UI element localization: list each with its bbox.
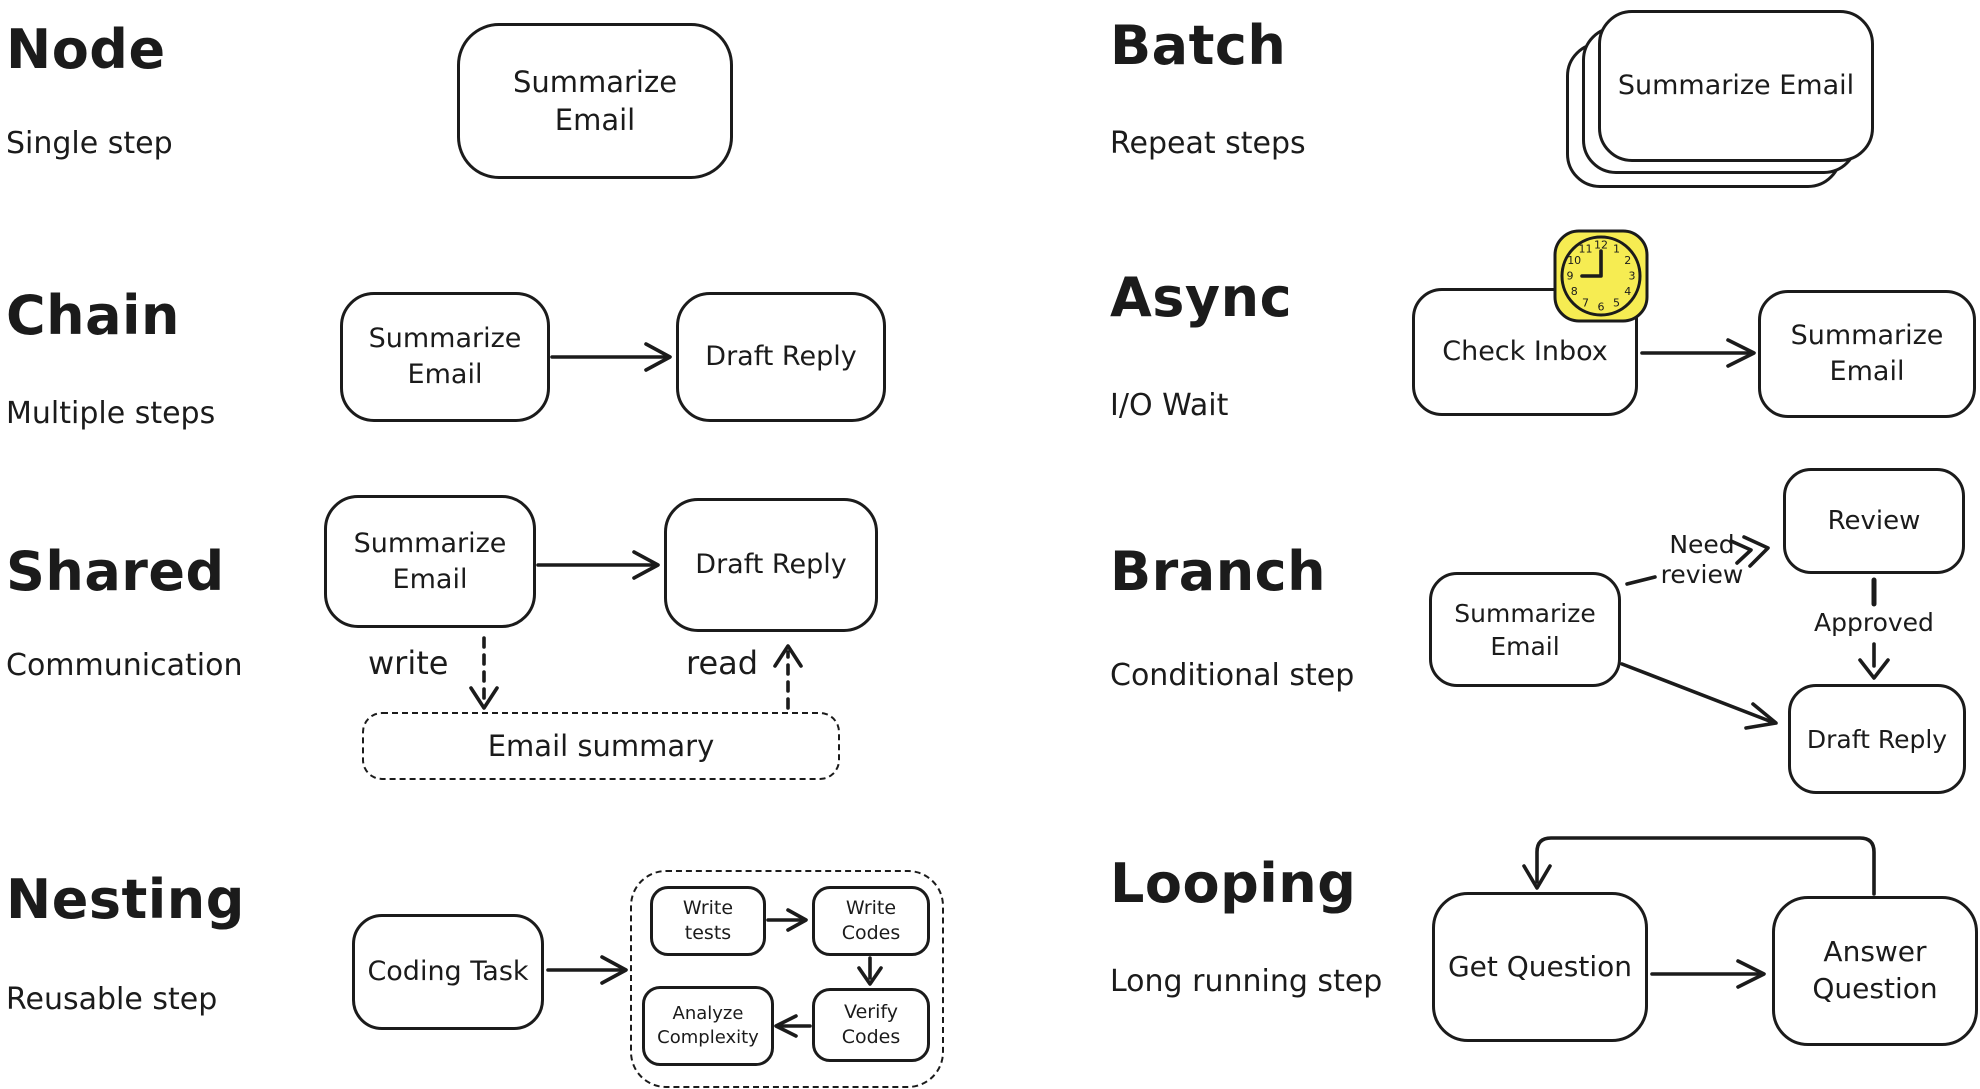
chain-section-subtitle: Multiple steps (6, 396, 216, 431)
write-arrow (469, 636, 499, 710)
branch-section-subtitle: Conditional step (1110, 658, 1355, 693)
shared-datastore-email-summary: Email summary (362, 712, 840, 780)
need-review-edge-label: Need review (1660, 530, 1744, 589)
clock-hands (1580, 249, 1603, 278)
chain-section-title: Chain (6, 284, 180, 347)
nesting-section-title: Nesting (6, 868, 245, 931)
nesting-box-write-codes: Write Codes (812, 886, 930, 956)
async-arrow (1640, 338, 1756, 368)
node-section-title: Node (6, 18, 166, 81)
branch-box-draft-reply: Draft Reply (1788, 684, 1966, 794)
nesting-box-coding-task: Coding Task (352, 914, 544, 1030)
looping-box-get-question: Get Question (1432, 892, 1648, 1042)
nesting-arrow (546, 955, 628, 985)
shared-arrow (536, 550, 660, 580)
node-section-subtitle: Single step (6, 126, 173, 161)
chain-box-draft-reply: Draft Reply (676, 292, 886, 422)
looping-section-title: Looping (1110, 852, 1357, 915)
read-edge-label: read (686, 644, 759, 682)
write-edge-label: write (368, 644, 449, 682)
svg-text:4: 4 (1624, 285, 1631, 298)
looping-forward-arrow (1650, 959, 1766, 989)
svg-text:6: 6 (1598, 301, 1605, 314)
svg-text:12: 12 (1594, 239, 1608, 252)
clock-face (1560, 235, 1642, 317)
chain-box-summarize-email: Summarize Email (340, 292, 550, 422)
svg-text:5: 5 (1613, 296, 1620, 309)
nesting-section-subtitle: Reusable step (6, 982, 218, 1017)
svg-text:10: 10 (1567, 254, 1581, 267)
svg-text:9: 9 (1567, 270, 1574, 283)
svg-text:8: 8 (1571, 285, 1578, 298)
nesting-box-analyze-complexity: Analyze Complexity (642, 986, 774, 1066)
looping-box-answer-question: Answer Question (1772, 896, 1978, 1046)
branch-box-review: Review (1783, 468, 1965, 574)
shared-section-subtitle: Communication (6, 648, 243, 683)
nesting-box-verify-codes: Verify Codes (812, 988, 930, 1062)
read-arrow (773, 644, 803, 710)
branch-default-arrow (1620, 662, 1778, 730)
nesting-flow-container (630, 870, 944, 1088)
batch-section-subtitle: Repeat steps (1110, 126, 1306, 161)
branch-box-summarize-email: Summarize Email (1429, 572, 1621, 687)
node-box-summarize-email: Summarize Email (457, 23, 733, 179)
looping-feedback-arrow (1522, 836, 1876, 896)
svg-text:3: 3 (1629, 270, 1636, 283)
branch-section-title: Branch (1110, 540, 1327, 603)
shared-section-title: Shared (6, 540, 225, 603)
svg-text:7: 7 (1582, 296, 1589, 309)
svg-text:1: 1 (1613, 243, 1620, 256)
svg-text:11: 11 (1579, 243, 1593, 256)
async-box-summarize-email: Summarize Email (1758, 290, 1976, 418)
async-section-subtitle: I/O Wait (1110, 388, 1229, 423)
batch-box-summarize-email: Summarize Email (1598, 10, 1874, 162)
chain-arrow (550, 342, 672, 372)
async-section-title: Async (1110, 266, 1293, 329)
svg-text:2: 2 (1624, 254, 1631, 267)
looping-section-subtitle: Long running step (1110, 964, 1383, 999)
approved-edge-label: Approved (1814, 608, 1934, 637)
batch-section-title: Batch (1110, 14, 1287, 77)
shared-box-summarize-email: Summarize Email (324, 495, 536, 628)
shared-box-draft-reply: Draft Reply (664, 498, 878, 632)
nesting-box-write-tests: Write tests (650, 886, 766, 956)
